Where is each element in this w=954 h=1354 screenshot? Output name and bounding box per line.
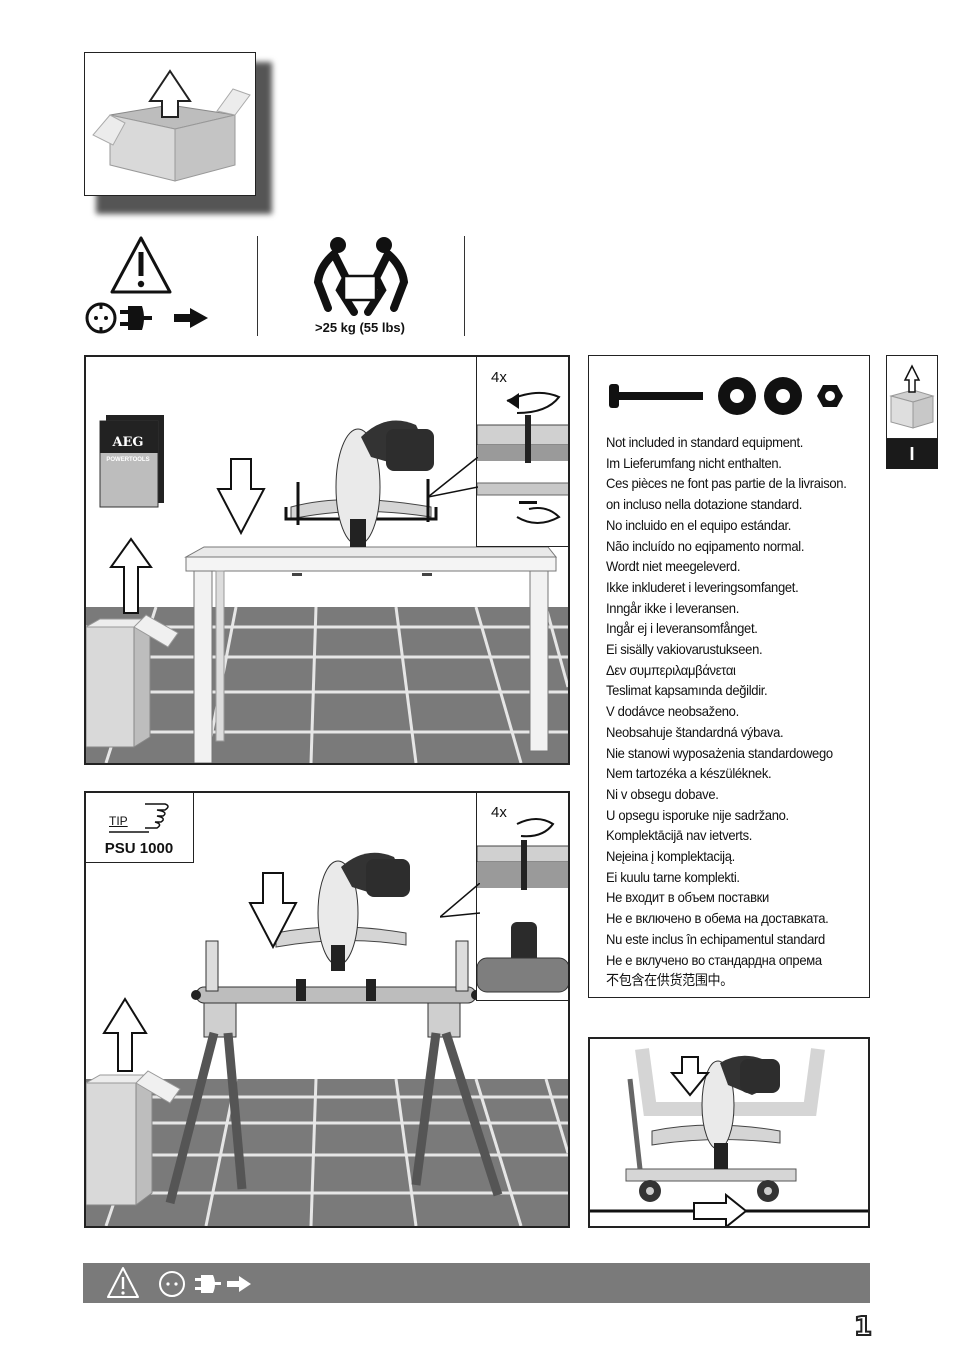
list-item: U opsegu isporuke nije sadržano. [606, 806, 789, 823]
warning-unplug-band-icons [107, 1267, 251, 1298]
tip-hand-icon [109, 803, 169, 833]
list-item: Komplektācijā nav ietverts. [606, 827, 753, 844]
list-item: Inngår ikke i leveransen. [606, 599, 740, 616]
list-item: Не е вклучено во стандардна опрема [606, 951, 822, 968]
warning-triangle-icon [107, 1267, 139, 1298]
not-included-list: Not included in standard equipment. Im L… [606, 432, 866, 991]
open-box-arrow-up-icon [889, 364, 935, 429]
miter-saw-icon [275, 852, 410, 971]
callout-lines [428, 457, 478, 498]
list-item: 不包含在供货范围中。 [606, 972, 733, 989]
rotate-arrow-icon [516, 507, 561, 524]
section-tab: I [886, 355, 938, 469]
divider [464, 236, 465, 336]
power-socket-icon [159, 1271, 185, 1297]
callout-lines [440, 883, 480, 918]
bolt-washers-nut-icon [609, 377, 843, 415]
two-person-lift-group: >25 kg (55 lbs) [300, 232, 420, 342]
saw-stand-icon [165, 940, 503, 1205]
plug-icon [195, 1275, 221, 1293]
warning-unplug-group [84, 234, 214, 338]
rotate-arrow-icon [516, 818, 555, 838]
saw-on-cart-icon [590, 1048, 868, 1226]
list-item: Не входит в объем поставки [606, 889, 769, 906]
not-included-panel: Not included in standard equipment. Im L… [588, 355, 870, 998]
list-item: No incluido en el equipo estándar. [606, 516, 792, 533]
arrow-down-icon [669, 1056, 711, 1097]
transport-panel [588, 1037, 870, 1228]
tip-box: TIP PSU 1000 [86, 793, 194, 863]
list-item: Nem tartozéka a készüléknek. [606, 765, 772, 782]
list-item: Ni v obsegu dobave. [606, 785, 719, 802]
arrow-right-icon [693, 1192, 748, 1226]
arrow-right-icon [174, 308, 208, 328]
tip-label: TIP [109, 814, 128, 828]
product-name: PSU 1000 [104, 840, 174, 857]
manual-books-icon [99, 415, 164, 508]
plug-icon [120, 306, 152, 330]
list-item: Ikke inkluderet i leveringsomfanget. [606, 578, 799, 595]
list-item: Ingår ej i leveransomfånget. [606, 620, 758, 637]
list-item: Not included in standard equipment. [606, 434, 804, 450]
list-item: on incluso nella dotazione standard. [606, 496, 803, 513]
power-socket-icon [85, 302, 117, 334]
weight-label: >25 kg (55 lbs) [315, 320, 405, 335]
list-item: Не е включено в обема на доставката. [606, 910, 829, 927]
bolt-detail-inset: 4x [476, 357, 568, 547]
arrow-up-icon [102, 997, 148, 1072]
rotate-arrow-icon [506, 391, 561, 414]
lower-arrows-box [86, 872, 298, 1206]
list-item: Nu este inclus în echipamentul standard [606, 930, 825, 947]
list-item: Nie stanowi wyposażenia standardowego [606, 744, 833, 761]
list-item: Neobsahuje štandardná výbava. [606, 723, 784, 740]
clamp-detail-inset: 4x [476, 793, 568, 1001]
arrow-up-icon [109, 537, 153, 614]
list-item: Neįeina į komplektaciją. [606, 848, 735, 865]
saw-on-stand-panel: TIP PSU 1000 4x [84, 791, 570, 1228]
list-item: Ei kuulu tarne komplekti. [606, 868, 740, 885]
list-item: V dodávce neobsaženo. [606, 703, 739, 720]
saw-on-table-panel: AEG POWERTOOLS 4x [84, 355, 570, 765]
list-item: Im Lieferumfang nicht enthalten. [606, 454, 782, 471]
list-item: Ei sisälly vakiovarustukseen. [606, 641, 763, 658]
lower-arrows-box [86, 458, 266, 748]
unpack-box-panel [84, 52, 256, 196]
arrow-down-icon [248, 872, 298, 950]
page-number: 1 [853, 1311, 873, 1343]
list-item: Teslimat kapsamında değildir. [606, 682, 768, 699]
list-item: Não incluído no eqipamento normal. [606, 537, 805, 554]
list-item: Δεν συμπεριλαμβάνεται [606, 661, 736, 678]
aeg-logo: AEG [112, 435, 144, 450]
section-tab-box [886, 355, 938, 439]
miter-saw-icon [284, 420, 438, 547]
arrow-down-icon [216, 458, 266, 536]
list-item: Ces pièces ne font pas partie de la livr… [606, 475, 847, 492]
list-item: Wordt niet meegeleverd. [606, 558, 741, 575]
pack-count-label: 4x [491, 369, 507, 386]
open-box-arrow-up-icon [92, 69, 251, 182]
work-table-icon [184, 546, 558, 763]
warning-triangle-icon [110, 236, 172, 294]
divider [257, 236, 258, 336]
warning-band [83, 1263, 870, 1303]
arrow-right-icon [227, 1276, 251, 1292]
two-person-lift-icon [313, 237, 409, 316]
aeg-logo-sub: POWERTOOLS [106, 457, 150, 463]
section-tab-label: I [886, 439, 938, 469]
pack-count-label: 4x [491, 804, 507, 821]
